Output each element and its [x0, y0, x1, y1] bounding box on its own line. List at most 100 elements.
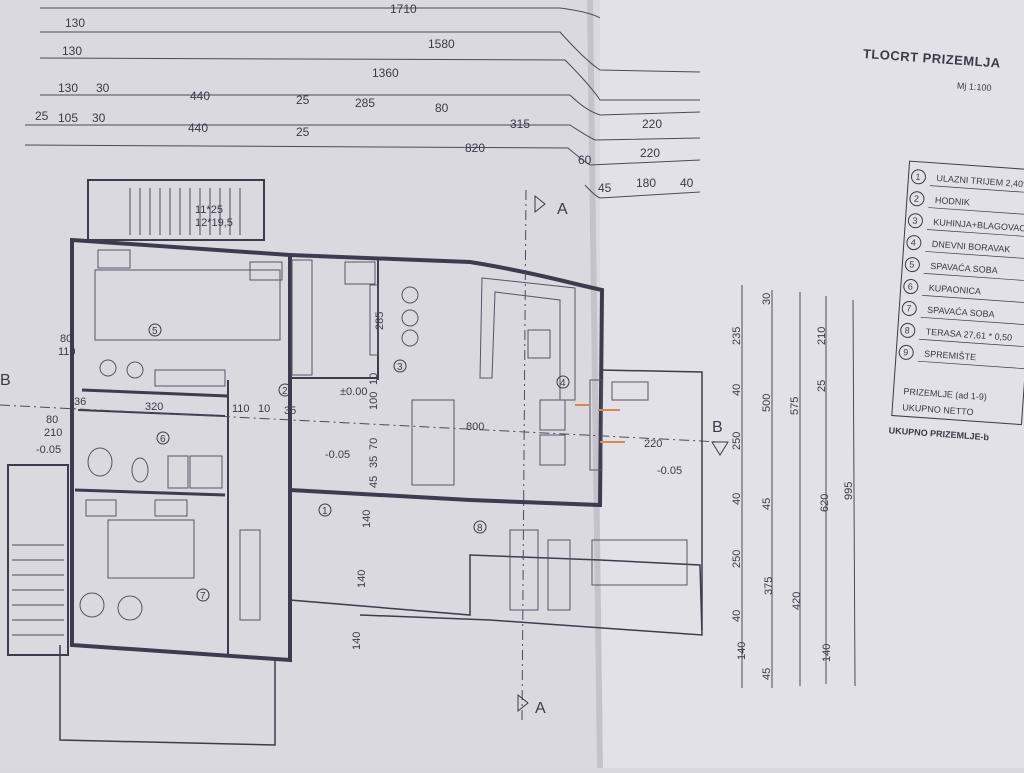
entrance-stair-treads — [129, 188, 241, 235]
dim-right-45b: 45 — [761, 498, 773, 510]
legend-number: 6 — [907, 281, 913, 291]
dim-10-vert: 10 — [368, 373, 380, 385]
right-dimension-lines — [741, 285, 856, 688]
dim-top-25a: 25 — [296, 93, 310, 107]
dim-right-235: 235 — [731, 327, 743, 345]
dim-right-40b: 40 — [731, 493, 743, 505]
dim-right-375: 375 — [763, 577, 775, 595]
legend-number: 3 — [912, 216, 918, 226]
legend-label: KUPAONICA — [928, 283, 981, 297]
legend-number-circle — [909, 191, 925, 207]
dim-110: 110 — [232, 403, 250, 415]
legend-row-line — [919, 338, 1024, 348]
section-marker-b-right: B — [712, 419, 723, 436]
dim-right-45a: 45 — [761, 668, 773, 680]
dim-right-40c: 40 — [731, 610, 743, 622]
legend-number-circle — [903, 279, 919, 295]
section-marker-a-bottom: A — [535, 700, 546, 717]
section-marker-a-top: A — [557, 201, 568, 218]
orange-marks — [575, 404, 625, 443]
dim-top-105: 105 — [58, 111, 78, 125]
legend-row-line — [925, 251, 1024, 260]
dim-800: 800 — [466, 421, 484, 433]
legend-number: 1 — [915, 172, 921, 182]
door-label-80b: 80 — [46, 414, 58, 426]
legend-number: 5 — [909, 259, 915, 269]
dim-right-995: 995 — [843, 482, 855, 500]
legend-row-line — [920, 316, 1024, 326]
top-dimension-lines — [24, 7, 701, 199]
dim-top-45: 45 — [598, 181, 612, 195]
dim-45-vert: 45 — [368, 476, 380, 488]
dim-top-440a: 440 — [190, 89, 210, 103]
dim-220-terrace: 220 — [644, 438, 662, 450]
dim-top-820: 820 — [465, 141, 485, 155]
dim-top-315: 315 — [510, 117, 530, 131]
dim-top-220a: 220 — [642, 117, 662, 131]
section-marker-b-left: B — [0, 372, 11, 389]
legend-number-circle — [907, 213, 923, 229]
dim-top-25c: 25 — [296, 125, 310, 139]
room-marker-6: 6 — [156, 431, 170, 445]
room-marker-4: 4 — [556, 375, 570, 389]
svg-text:8: 8 — [477, 523, 483, 534]
dim-right-250a: 250 — [731, 432, 743, 450]
section-lines — [0, 189, 721, 721]
page-fold — [587, 0, 603, 769]
left-stair-treads — [12, 544, 64, 636]
door-label-110: 110 — [58, 346, 76, 358]
room-markers: 1 2 3 4 5 6 7 8 — [148, 323, 570, 602]
dim-right-210: 210 — [816, 327, 828, 345]
dim-top-80: 80 — [435, 101, 449, 115]
dim-140-vert-a: 140 — [361, 510, 373, 528]
dim-35-vert: 35 — [368, 456, 380, 468]
plan-scale: Mj 1:100 — [957, 81, 992, 93]
legend-row-line — [926, 229, 1024, 238]
dim-35b: 35 — [284, 405, 296, 417]
dim-top-440b: 440 — [188, 121, 208, 135]
svg-text:3: 3 — [397, 362, 403, 373]
room-marker-1: 1 — [318, 503, 332, 517]
dim-right-575: 575 — [789, 397, 801, 415]
legend-number: 4 — [911, 237, 917, 247]
dim-top-1580: 1580 — [428, 37, 455, 51]
door-label-210: 210 — [44, 427, 62, 439]
room-marker-3: 3 — [393, 359, 407, 373]
legend-number-circle — [906, 235, 922, 251]
dim-right-140b: 140 — [821, 644, 833, 662]
dim-140-vert-b: 140 — [356, 570, 368, 588]
dim-140-vert-c: 140 — [351, 632, 363, 650]
dim-top-1360: 1360 — [372, 66, 399, 80]
legend-row-line — [917, 360, 1024, 370]
legend-number-circle — [901, 300, 917, 316]
room-marker-5: 5 — [148, 323, 162, 337]
legend-number: 8 — [904, 325, 910, 335]
dim-right-40a: 40 — [731, 384, 743, 396]
svg-text:4: 4 — [560, 378, 566, 389]
dim-right-25: 25 — [816, 380, 828, 392]
legend-number-circle — [898, 344, 914, 360]
stair-label-2: 12*19,5 — [195, 217, 233, 229]
level-m005b: -0.05 — [325, 449, 350, 461]
dim-100-vert: 100 — [368, 392, 380, 410]
stair-label-1: 11*25 — [195, 204, 223, 216]
legend-row-line — [923, 273, 1024, 282]
legend-number-circle — [900, 322, 916, 338]
legend-row-line — [928, 207, 1024, 216]
room-marker-7: 7 — [196, 588, 210, 602]
svg-text:6: 6 — [160, 434, 166, 445]
dim-top-60: 60 — [578, 153, 592, 167]
room-marker-2: 2 — [278, 383, 292, 397]
legend-row-line — [922, 295, 1024, 304]
svg-text:5: 5 — [152, 326, 158, 337]
level-m005a: -0.05 — [36, 444, 61, 456]
dim-right-140a: 140 — [736, 642, 748, 660]
building-walls — [7, 179, 703, 746]
dim-top-40: 40 — [680, 176, 694, 190]
svg-text:1: 1 — [322, 506, 328, 517]
dim-top-130c: 130 — [58, 81, 78, 95]
dim-top-130b: 130 — [62, 44, 82, 58]
legend-label: SPREMIŠTE — [924, 349, 977, 363]
legend-number: 2 — [914, 194, 920, 204]
